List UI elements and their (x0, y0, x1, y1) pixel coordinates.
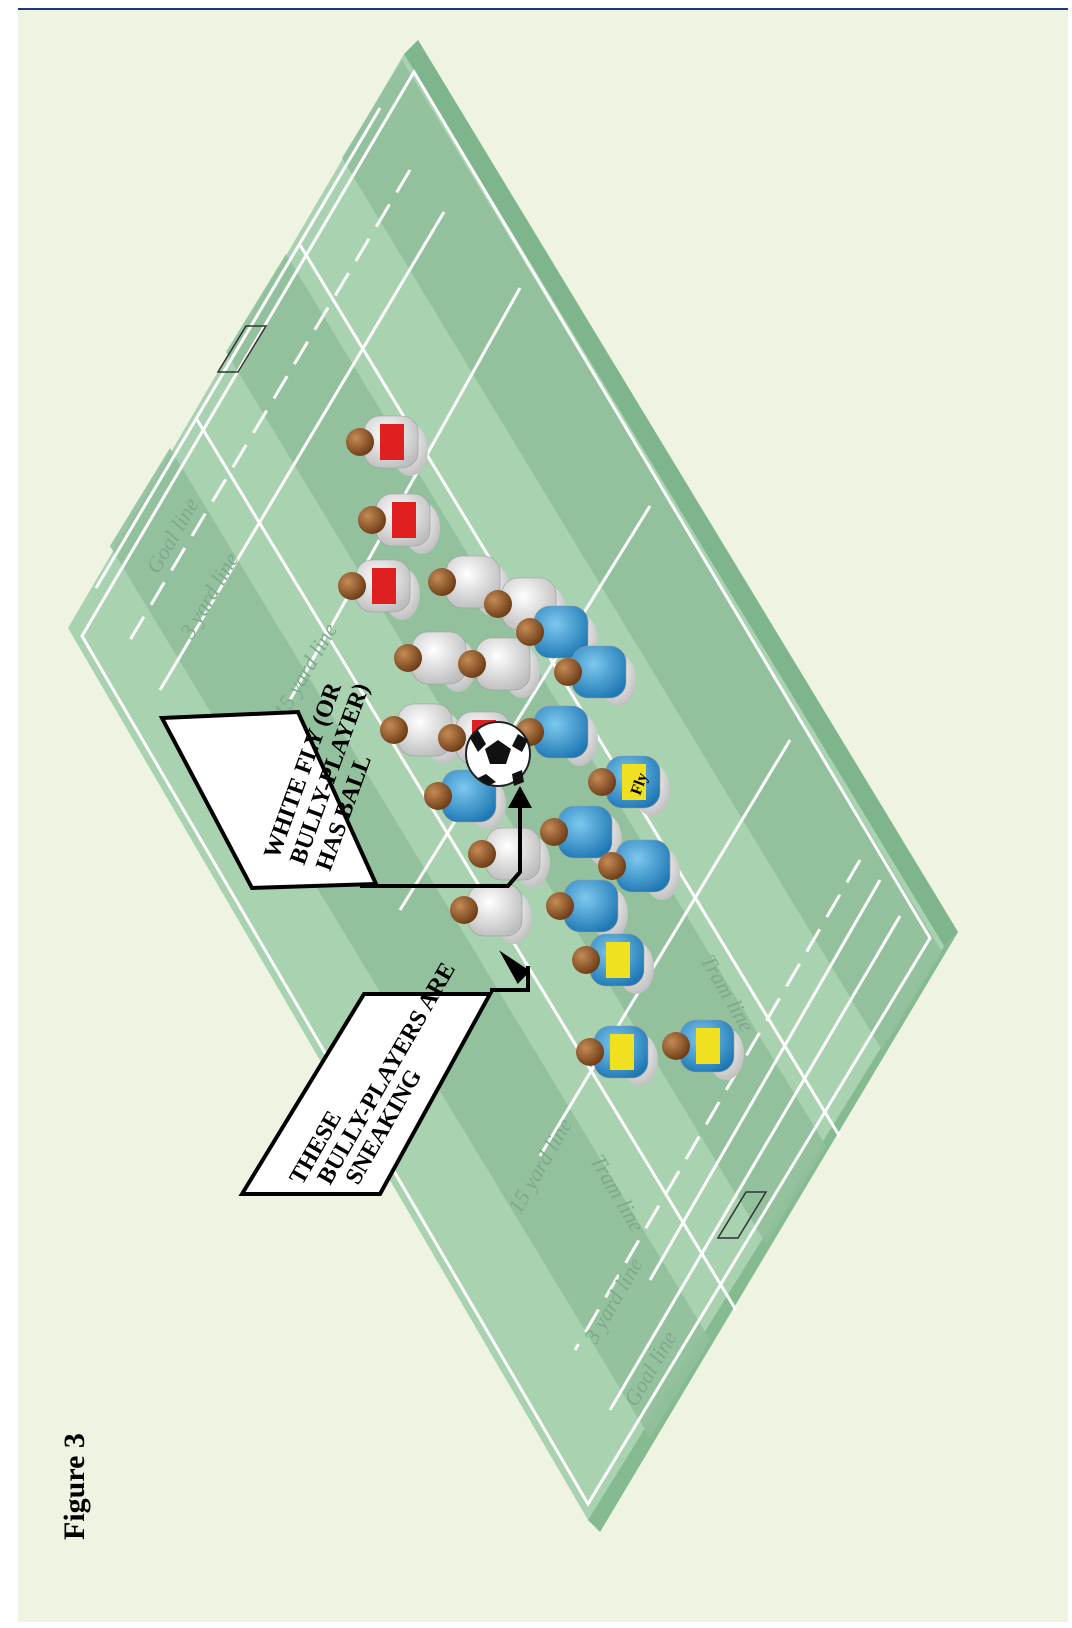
player-yellow (572, 933, 654, 994)
goal-bottom (716, 1191, 768, 1239)
goal-top (216, 325, 268, 373)
player-yellow (576, 1025, 658, 1086)
player-blue (540, 805, 622, 866)
player-yellow (662, 1019, 744, 1080)
callout-white-fly: WHITE FLY (OR BULLY-PLAYER) HAS BALL (158, 679, 380, 891)
player-blue (546, 879, 628, 940)
arrow-to-sneakers (490, 950, 531, 992)
player-red (358, 493, 440, 554)
figure-label: Figure 3 (58, 1433, 91, 1540)
player-blue (554, 645, 636, 706)
dashed-lines (128, 169, 862, 1351)
player-blue (598, 839, 680, 900)
player-yellow: Fly (588, 755, 670, 816)
field-edge-right (404, 40, 958, 946)
player-white (468, 827, 550, 888)
player-red (346, 415, 428, 476)
player-white (458, 637, 540, 698)
player-white (450, 883, 532, 944)
player-red (338, 559, 420, 620)
player-white (394, 631, 476, 692)
soccer-ball (465, 721, 531, 787)
arrow-to-ball (360, 786, 532, 888)
fly-label: Fly (628, 771, 652, 798)
